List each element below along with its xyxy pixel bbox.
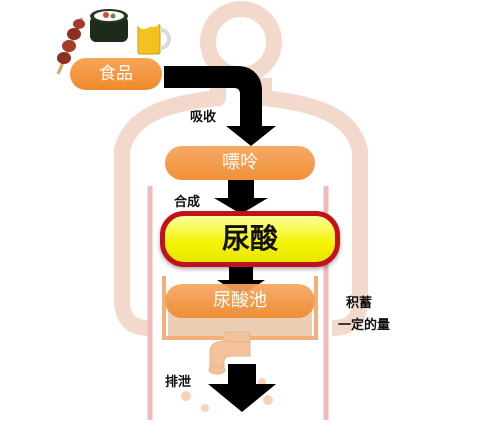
accumulation-label-line1: 积蓄	[346, 296, 373, 311]
synthesis-arrow	[214, 180, 268, 214]
absorption-arrow	[164, 66, 276, 146]
absorption-label: 吸收	[190, 110, 217, 125]
yakitori-skewer-icon	[56, 17, 85, 75]
faucet-icon	[208, 331, 251, 375]
excretion-label: 排泄	[165, 375, 192, 390]
purine-label-pill: 嘌呤	[165, 146, 315, 180]
excretion-arrow	[208, 364, 276, 412]
accumulation-label-line2: 一定的量	[338, 318, 391, 333]
pool-arrow	[217, 266, 265, 296]
sushi-roll-icon	[90, 9, 128, 42]
uric-acid-pool-label: 尿酸池	[165, 284, 315, 318]
food-label-pill: 食品	[70, 58, 162, 90]
beer-mug-icon	[137, 13, 171, 55]
synthesis-label: 合成	[174, 195, 201, 210]
uric-acid-box: 尿酸	[160, 211, 340, 267]
